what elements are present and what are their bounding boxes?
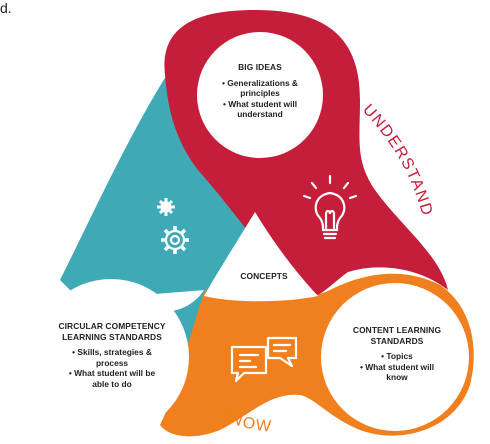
competency-bullet-2b: able to do	[92, 378, 132, 389]
competency-bullet-2a: • What student will be	[68, 368, 156, 378]
text-fragment: d.	[0, 0, 12, 16]
content-circle	[321, 283, 469, 431]
big-ideas-bullet-1b: principles	[240, 88, 280, 98]
big-ideas-bullet-2b: understand	[237, 109, 283, 119]
content-node: CONTENT LEARNING STANDARDS • Topics • Wh…	[338, 325, 456, 383]
content-bullet-2b: know	[386, 372, 408, 382]
big-ideas-bullet-1a: • Generalizations &	[221, 77, 298, 88]
concepts-title: CONCEPTS	[240, 271, 288, 281]
content-bullet-1: • Topics	[381, 351, 413, 361]
competency-circle	[33, 279, 189, 435]
competency-bullet-1a: • Skills, strategies &	[72, 347, 152, 357]
concepts-center	[204, 212, 318, 302]
big-ideas-circle	[197, 32, 323, 158]
competency-bullet-1b: process	[95, 357, 129, 368]
gears-icon	[157, 198, 189, 254]
speech-bubbles-icon	[230, 336, 298, 383]
big-ideas-title: BIG IDEAS	[238, 62, 282, 72]
competency-node: CIRCULAR COMPETENCY LEARNING STANDARDS •…	[36, 321, 188, 389]
big-ideas-node: BIG IDEAS • Generalizations & principles…	[205, 62, 315, 120]
concepts-node: CONCEPTS	[238, 271, 290, 282]
content-bullet-2a: • What student will	[359, 361, 435, 372]
competency-title-1: CIRCULAR COMPETENCY	[58, 321, 166, 331]
competency-title-2: LEARNING STANDARDS	[62, 331, 162, 342]
content-title-2: STANDARDS	[370, 335, 424, 346]
big-ideas-bullet-2a: • What student will	[222, 98, 298, 109]
content-title-1: CONTENT LEARNING	[352, 325, 442, 335]
lightbulb-icon	[302, 174, 358, 240]
